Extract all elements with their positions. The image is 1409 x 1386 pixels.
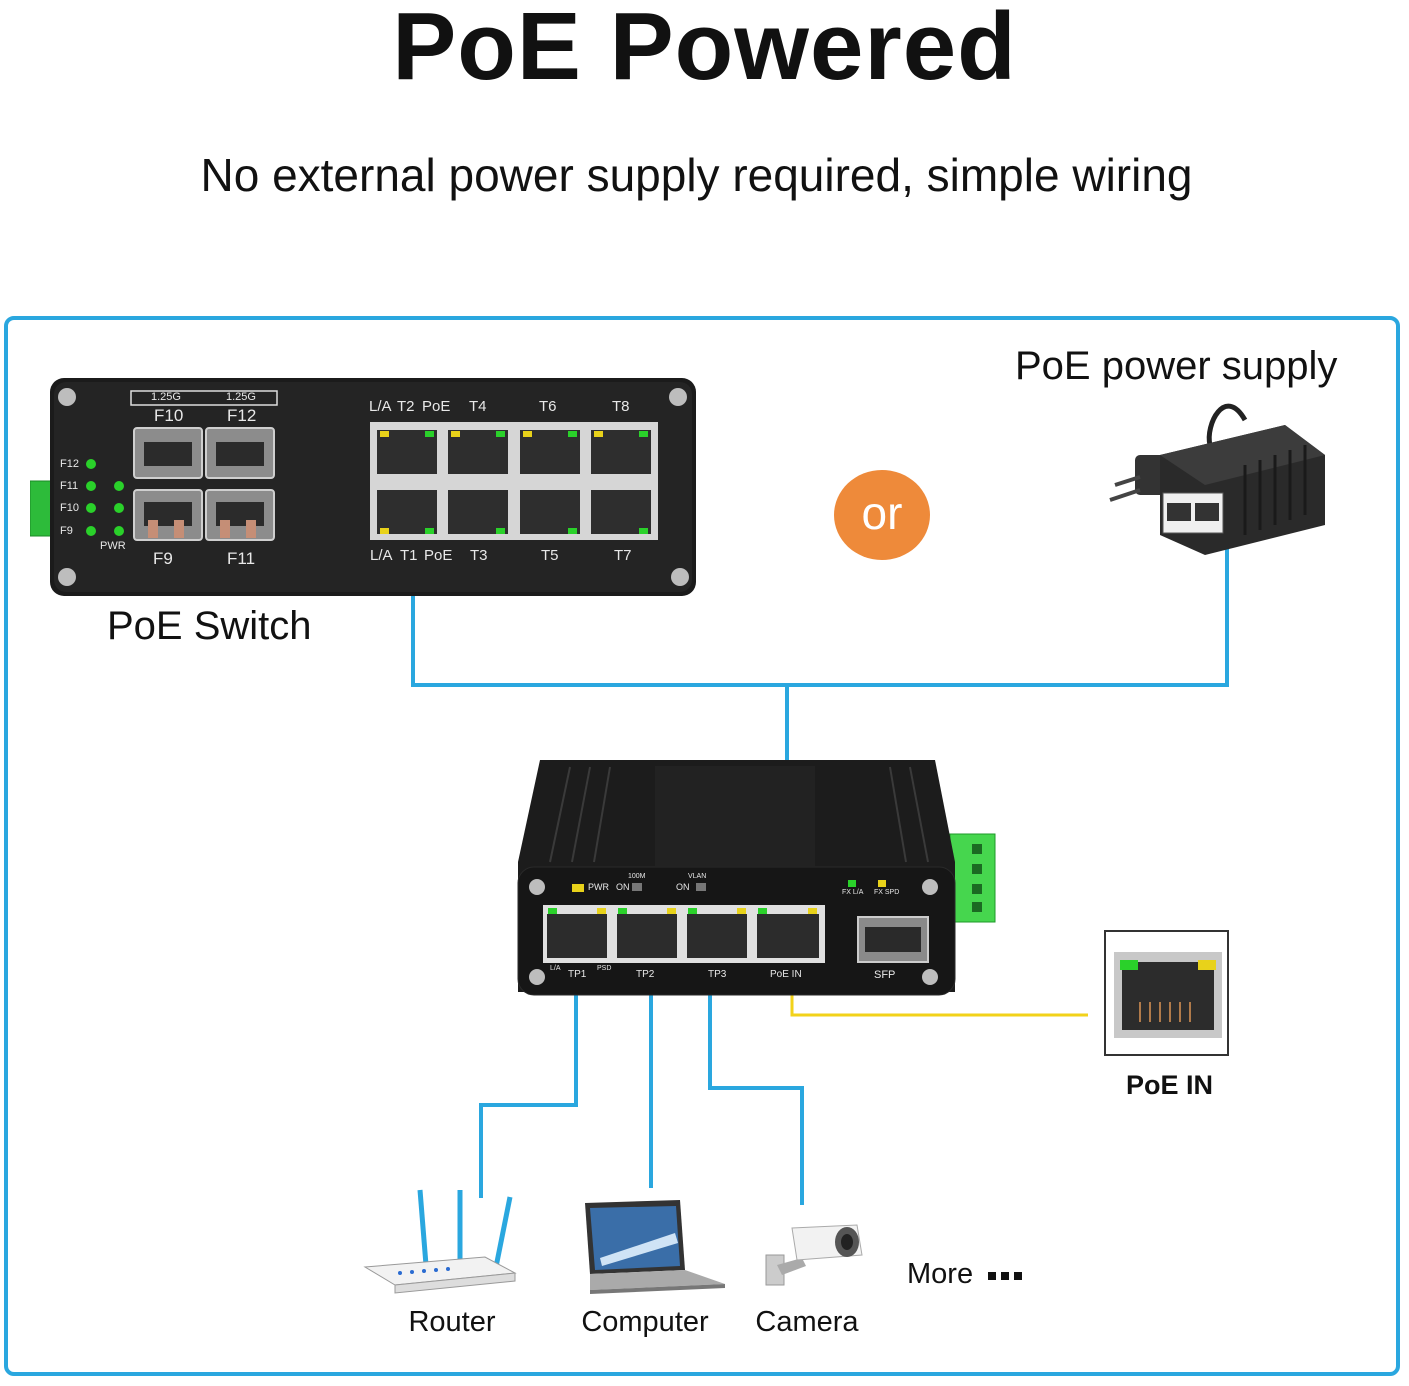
poe-powered-switch-graphic [517, 760, 996, 996]
poe-switch: 1.25G 1.25G F10 F12 F9 F11 F12 F11 F10 F… [30, 378, 696, 596]
speed-label: 1.25G [151, 391, 181, 403]
poe-in-port [1104, 930, 1229, 1056]
camera-icon [765, 1224, 863, 1286]
more-label: More [907, 1258, 974, 1290]
uplink-cable [411, 525, 1229, 687]
rj45-port-icon [1114, 952, 1222, 1038]
port-label: PoE [422, 398, 451, 415]
more-ellipsis-icon [988, 1272, 1022, 1281]
computer-label: Computer [581, 1306, 709, 1338]
router-cable [479, 960, 578, 1198]
poe-switch-graphic [30, 378, 696, 596]
port-label: T6 [539, 398, 557, 415]
led-label: ON [616, 882, 630, 892]
port-label: T8 [612, 398, 630, 415]
led-label: 100M [628, 873, 646, 880]
led-label: PWR [588, 882, 609, 892]
page-subtitle: No external power supply required, simpl… [200, 149, 1193, 201]
led-label: VLAN [688, 873, 707, 880]
speed-label: 1.25G [226, 391, 256, 403]
power-supply-label: PoE power supply [1015, 344, 1338, 388]
port-label: T5 [541, 547, 559, 564]
port-label: T3 [470, 547, 488, 564]
pwr-label: PWR [100, 540, 126, 552]
port-label: L/A [369, 398, 392, 415]
sfp-label: F11 [227, 549, 256, 568]
port-label: T2 [397, 398, 415, 415]
sfp-label: F9 [153, 549, 173, 568]
sfp-label: SFP [874, 969, 896, 981]
diagram-frame [4, 316, 1400, 1376]
led-label: F11 [60, 480, 79, 492]
led-label: FX SPD [874, 889, 900, 896]
or-badge: or [834, 470, 930, 560]
terminal-block [30, 480, 53, 537]
poe-switch-label: PoE Switch [107, 604, 312, 648]
router-icon [363, 1189, 517, 1294]
sfp-label: F12 [227, 406, 257, 425]
port-label: T4 [469, 398, 487, 415]
sfp-label: F10 [154, 406, 184, 425]
led-label: F9 [60, 525, 73, 537]
router-label: Router [408, 1306, 496, 1338]
port-label: T1 [400, 547, 418, 564]
camera-cable [708, 960, 804, 1205]
port-label: PoE IN [770, 969, 802, 980]
port-label: TP2 [636, 969, 655, 980]
computer-icon [585, 1200, 725, 1294]
page-title: PoE Powered [392, 0, 1017, 100]
poe-in-label: PoE IN [1126, 1070, 1214, 1100]
led-label: F12 [60, 458, 79, 470]
led-label: ON [676, 882, 690, 892]
port-label: PoE [424, 547, 453, 564]
port-label: T7 [614, 547, 632, 564]
poe-powered-switch: PWR ON 100M VLAN ON FX L/A FX SPD L/A PS… [510, 752, 1000, 1002]
led-label: FX L/A [842, 889, 864, 896]
port-sub-label: L/A [550, 965, 561, 972]
led-label: F10 [60, 502, 79, 514]
camera-label: Camera [755, 1306, 859, 1338]
port-label: TP3 [708, 969, 727, 980]
port-sub-label: PSD [597, 965, 612, 972]
port-label: TP1 [568, 969, 587, 980]
port-label: L/A [370, 547, 393, 564]
power-supply-icon [1109, 403, 1325, 555]
